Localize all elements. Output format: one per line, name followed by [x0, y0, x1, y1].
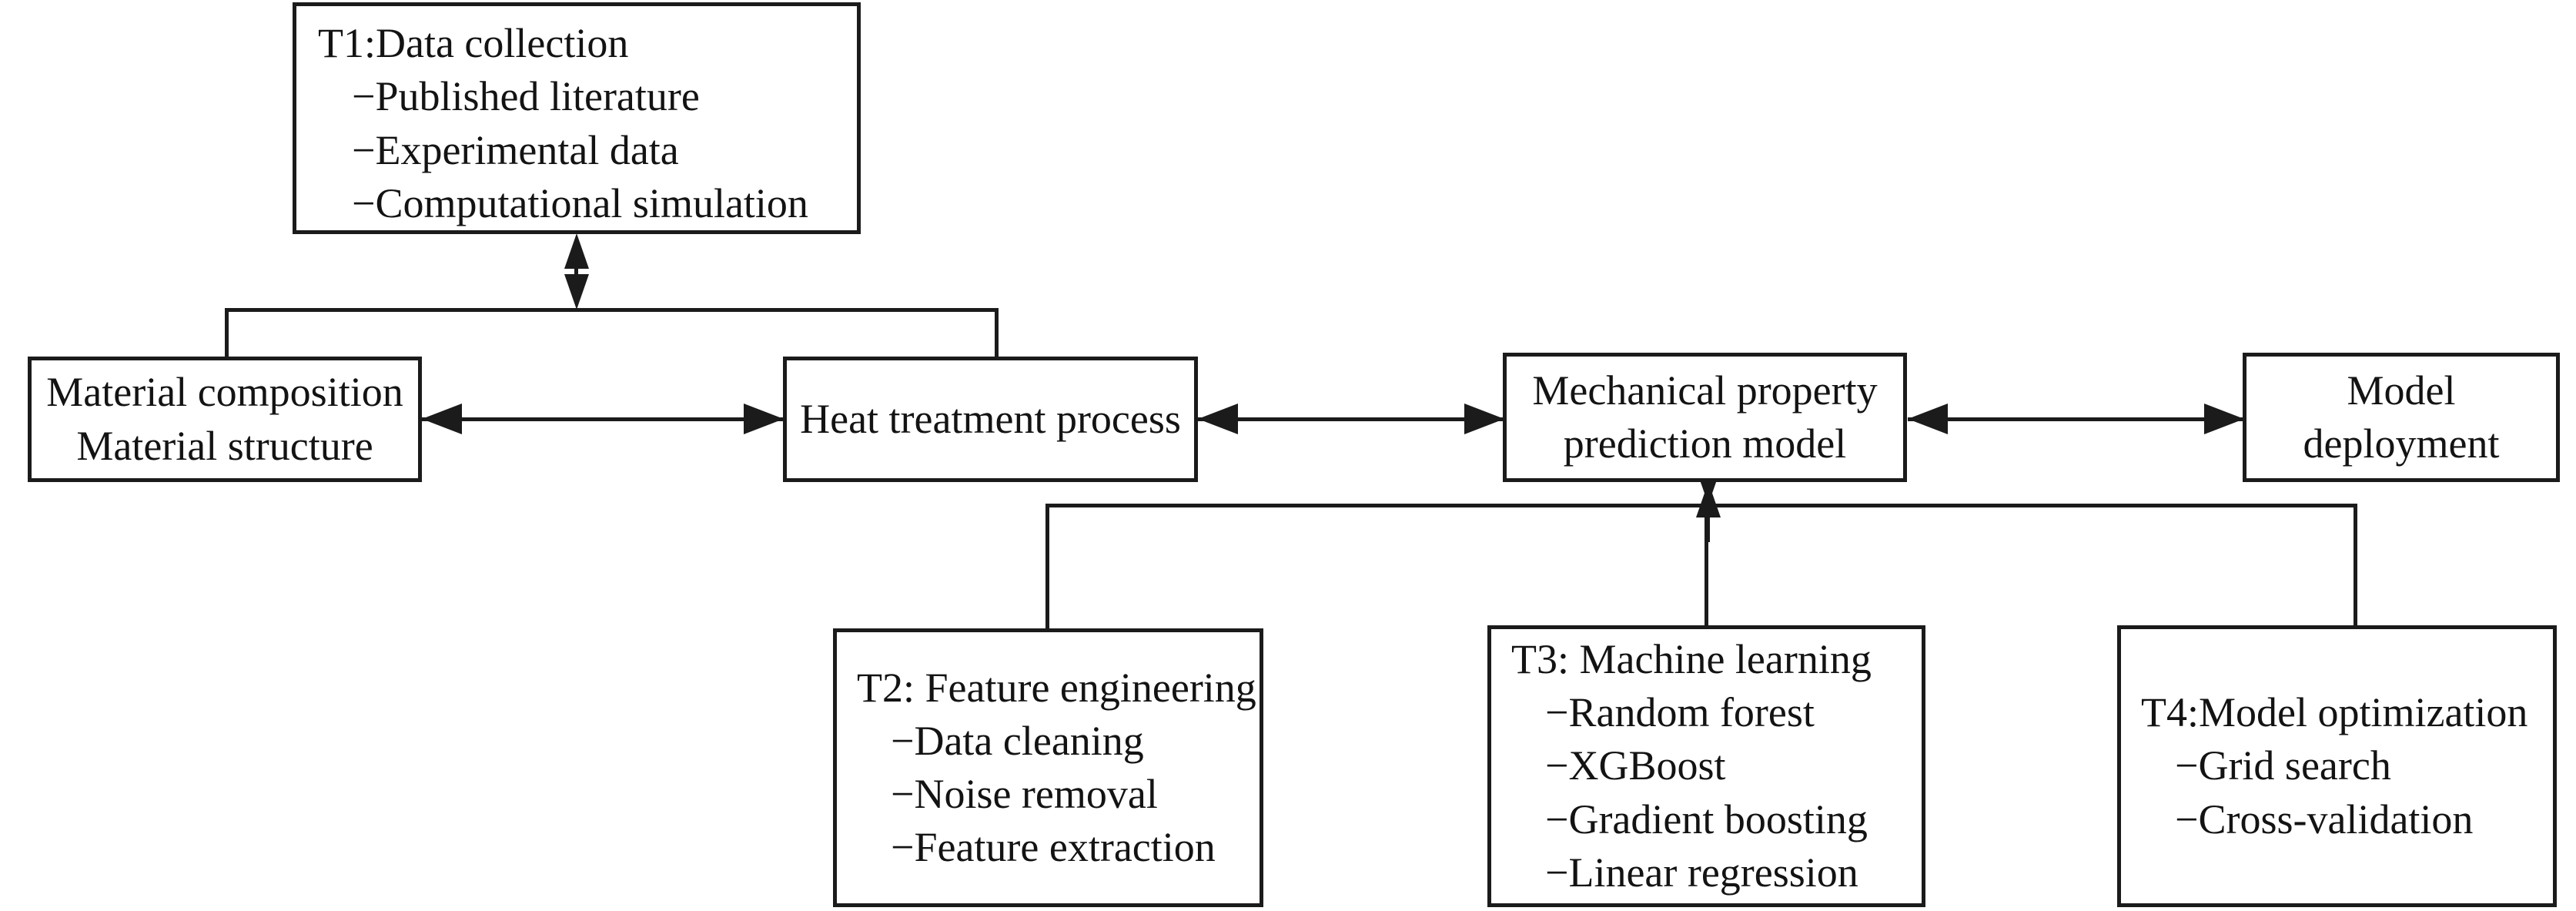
node-mechanical-line-1: Mechanical property: [1532, 367, 1878, 414]
connector-mechanical-deployment: [1908, 417, 2244, 421]
arrow-head-right-to-deployment: [2204, 404, 2244, 434]
arrow-head-up-to-t1: [564, 233, 589, 269]
lower-bracket-drop-center: [1705, 504, 1708, 627]
node-t3-bullets: −Random forest −XGBoost −Gradient boosti…: [1511, 686, 1868, 899]
lower-bracket-drop-right: [2354, 504, 2357, 627]
node-t4-bullet-2: −Cross-validation: [2175, 795, 2474, 842]
node-t4-model-optimization[interactable]: T4:Model optimization −Grid search −Cros…: [2117, 625, 2557, 907]
node-t3-title: T3: Machine learning: [1511, 636, 1872, 683]
node-t3-bullet-4: −Linear regression: [1545, 849, 1858, 896]
node-heat-line-1: Heat treatment process: [800, 395, 1181, 442]
connector-heat-mechanical: [1198, 417, 1504, 421]
node-material-composition-structure[interactable]: Material composition Material structure: [28, 357, 422, 482]
node-t2-bullet-1: −Data cleaning: [891, 717, 1144, 764]
node-t1-bullet-1: −Published literature: [352, 73, 700, 120]
node-t1-bullets: −Published literature −Experimental data…: [318, 70, 808, 229]
node-t1-data-collection[interactable]: T1:Data collection −Published literature…: [293, 2, 861, 234]
arrow-head-down-to-bracket: [564, 274, 589, 310]
arrow-head-left-to-material: [422, 404, 462, 434]
upper-bracket-bar: [225, 308, 999, 312]
node-t2-bullet-3: −Feature extraction: [891, 824, 1216, 871]
node-t2-bullets: −Data cleaning −Noise removal −Feature e…: [857, 715, 1216, 874]
node-t4-bullet-1: −Grid search: [2175, 742, 2391, 789]
connector-material-heat: [422, 417, 784, 421]
upper-bracket-drop-right: [995, 308, 999, 358]
node-material-line-1: Material composition: [46, 369, 403, 416]
node-mechanical-property-prediction-model[interactable]: Mechanical property prediction model: [1503, 353, 1907, 482]
node-deployment-line-1: Model: [2347, 367, 2456, 414]
lower-bracket-drop-left: [1045, 504, 1049, 630]
node-t3-bullet-2: −XGBoost: [1545, 742, 1726, 789]
node-t3-bullet-3: −Gradient boosting: [1545, 795, 1868, 842]
node-t1-bullet-2: −Experimental data: [352, 126, 679, 173]
node-t2-title: T2: Feature engineering: [857, 664, 1256, 711]
node-material-line-2: Material structure: [76, 422, 373, 469]
arrow-head-right-to-heat: [744, 404, 784, 434]
node-heat-treatment-process[interactable]: Heat treatment process: [783, 357, 1198, 482]
node-t1-title: T1:Data collection: [318, 20, 629, 67]
node-deployment-line-2: deployment: [2303, 420, 2500, 467]
node-t4-title: T4:Model optimization: [2141, 689, 2528, 736]
node-model-deployment[interactable]: Model deployment: [2243, 353, 2560, 482]
node-t3-bullet-1: −Random forest: [1545, 689, 1815, 736]
node-t1-bullet-3: −Computational simulation: [352, 179, 808, 226]
arrow-head-left-to-mechanical: [1908, 404, 1948, 434]
connector-t1-to-bracket-stem: [574, 248, 578, 296]
node-t2-bullet-2: −Noise removal: [891, 771, 1158, 817]
upper-bracket-drop-left: [225, 308, 229, 358]
arrow-head-left-to-heat: [1198, 404, 1238, 434]
node-mechanical-line-2: prediction model: [1563, 420, 1847, 467]
node-t4-bullets: −Grid search −Cross-validation: [2141, 739, 2473, 846]
node-t3-machine-learning[interactable]: T3: Machine learning −Random forest −XGB…: [1487, 625, 1925, 907]
node-t2-feature-engineering[interactable]: T2: Feature engineering −Data cleaning −…: [833, 628, 1263, 907]
arrow-head-right-to-mechanical: [1464, 404, 1504, 434]
